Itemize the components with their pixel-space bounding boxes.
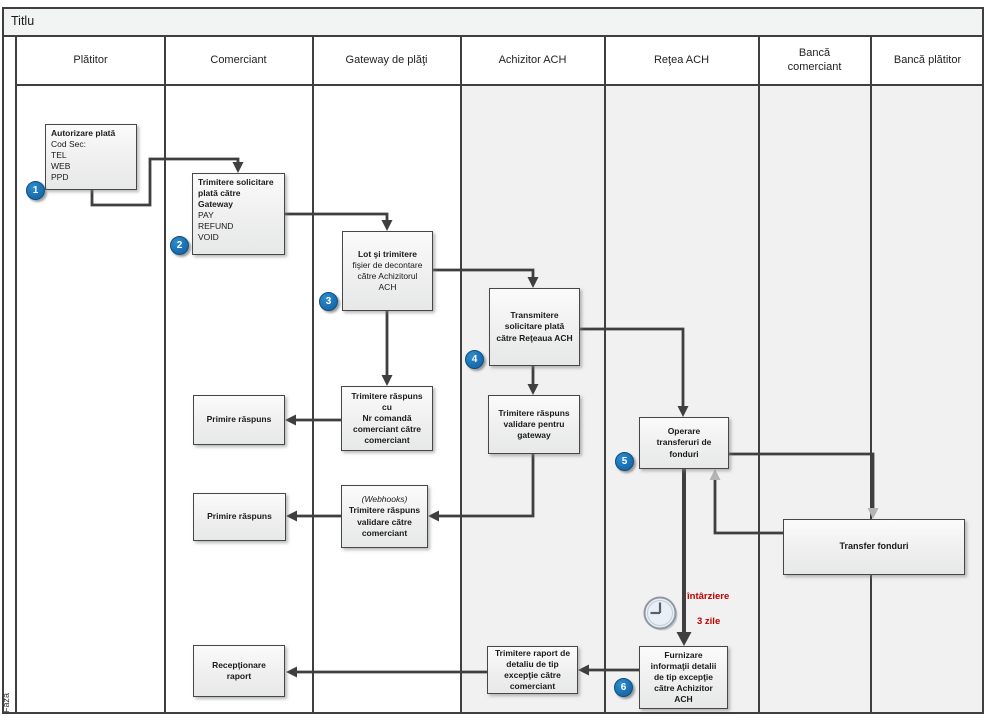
arrowhead [286, 666, 297, 678]
node-autorizare-plata-body: Cod Sec: TEL WEB PPD [51, 139, 86, 183]
arrowhead-gray [867, 508, 879, 519]
node-raspuns-validare-gateway-label: Trimitere răspuns validare pentru gatewa… [498, 407, 570, 441]
lane-header-gateway: Gateway de plăţi [345, 54, 428, 67]
node-transfer-fonduri-label: Transfer fonduri [839, 541, 909, 552]
connector-6-transmit-to-operare [580, 327, 685, 406]
node-primire-raspuns-1-label: Primire răspuns [206, 414, 272, 425]
lane-header-divider [17, 84, 984, 86]
arrowhead [527, 277, 539, 288]
node-trimitere-solicitare-gateway-body: PAY REFUND VOID [198, 210, 234, 243]
arrowhead-gray [709, 469, 721, 480]
phase-strip [2, 37, 17, 714]
node-autorizare-plata[interactable]: Autorizare plată Cod Sec: TEL WEB PPD [45, 124, 137, 190]
node-transfer-fonduri[interactable]: Transfer fonduri [783, 519, 965, 575]
step-badge-6: 6 [614, 678, 633, 697]
delay-label-line2: 3 zile [697, 616, 721, 627]
node-transmitere-solicitare-retea-label: Transmitere solicitare plată către Reţea… [496, 310, 573, 343]
title-bar: Titlu [2, 7, 984, 37]
arrowhead [677, 406, 689, 417]
arrowhead [286, 510, 297, 522]
arrowhead [428, 510, 439, 522]
page-title: Titlu [11, 14, 35, 28]
lane-header-comerciant: Comerciant [210, 54, 267, 67]
node-raspuns-nr-comanda[interactable]: Trimitere răspuns cu Nr comandă comercia… [341, 386, 433, 451]
arrowhead [285, 414, 296, 426]
lane-header-banca-comerciant: Bancă comerciant [787, 47, 842, 73]
node-raspuns-nr-comanda-label: Trimitere răspuns cu Nr comandă comercia… [351, 390, 423, 446]
arrowhead [578, 664, 589, 676]
node-furnizare-informatii[interactable]: Furnizare informaţii detalii de tip exce… [639, 646, 728, 709]
lane-separator [870, 37, 872, 714]
node-webhooks-note: (Webhooks) [361, 494, 408, 505]
step-badge-4: 4 [465, 350, 484, 369]
clock-icon [643, 596, 678, 631]
lane-header-achizitor-ach: Achizitor ACH [498, 54, 567, 67]
connector-1-auth-to-gateway [90, 157, 240, 207]
connector-3-batch-to-transmit [433, 268, 535, 277]
node-operare-transferuri-label: Operare transferuri de fonduri [656, 426, 712, 459]
lane-header-platitor: Plătitor [73, 54, 108, 67]
node-primire-raspuns-2[interactable]: Primire răspuns [193, 493, 286, 541]
connector-2-gateway-to-batch [285, 212, 389, 220]
lane-header-retea-ach: Reţea ACH [653, 54, 710, 67]
node-operare-transferuri[interactable]: Operare transferuri de fonduri [639, 417, 729, 469]
lane-separator [164, 37, 166, 714]
arrowhead [381, 375, 393, 386]
lane-header-banca-platitor: Bancă plătitor [893, 54, 962, 67]
node-transmitere-solicitare-retea[interactable]: Transmitere solicitare plată către Reţea… [489, 288, 580, 366]
node-trimitere-raport-label: Trimitere raport de detaliu de tip excep… [494, 647, 571, 692]
step-badge-3: 3 [319, 292, 338, 311]
node-autorizare-plata-title: Autorizare plată [51, 128, 116, 138]
node-raspuns-validare-gateway[interactable]: Trimitere răspuns validare pentru gatewa… [488, 395, 580, 454]
node-primire-raspuns-1[interactable]: Primire răspuns [193, 395, 285, 445]
node-primire-raspuns-2-label: Primire răspuns [207, 511, 272, 522]
node-webhooks-raspuns-validare[interactable]: (Webhooks) Trimitere răspuns validare că… [341, 485, 428, 548]
step-badge-5: 5 [615, 452, 634, 471]
arrowhead [232, 162, 244, 173]
arrowhead [381, 220, 393, 231]
node-trimitere-raport[interactable]: Trimitere raport de detaliu de tip excep… [487, 646, 578, 694]
connector-11-transfer-to-operare [713, 480, 783, 535]
connector-10-operare-to-transfer [729, 452, 875, 508]
node-lot-trimitere-fisier-title: Lot şi trimitere [357, 248, 418, 259]
step-badge-2: 2 [170, 236, 189, 255]
delay-label-line1: întârziere [687, 591, 730, 602]
node-trimitere-solicitare-gateway[interactable]: Trimitere solicitare plată către Gateway… [192, 173, 285, 255]
node-receptionare-raport[interactable]: Recepţionare raport [193, 645, 285, 697]
connector-7-validare-to-webhooks [439, 454, 535, 518]
step-badge-1: 1 [26, 181, 45, 200]
lane-separator [312, 37, 314, 714]
node-furnizare-informatii-label: Furnizare informaţii detalii de tip exce… [650, 649, 717, 705]
node-webhooks-label: Trimitere răspuns validare către comerci… [348, 505, 421, 538]
arrowhead [527, 384, 539, 395]
arrowhead [676, 632, 692, 646]
node-trimitere-solicitare-gateway-title: Trimitere solicitare plată către Gateway [198, 177, 274, 210]
node-lot-trimitere-fisier-body: fişier de decontare către Achizitorul AC… [352, 259, 423, 293]
node-receptionare-raport-label: Recepţionare raport [212, 659, 266, 681]
lane-separator [460, 37, 462, 714]
node-lot-trimitere-fisier[interactable]: Lot şi trimitere fişier de decontare căt… [342, 231, 433, 311]
lane-separator [604, 37, 606, 714]
lane-separator [758, 37, 760, 714]
